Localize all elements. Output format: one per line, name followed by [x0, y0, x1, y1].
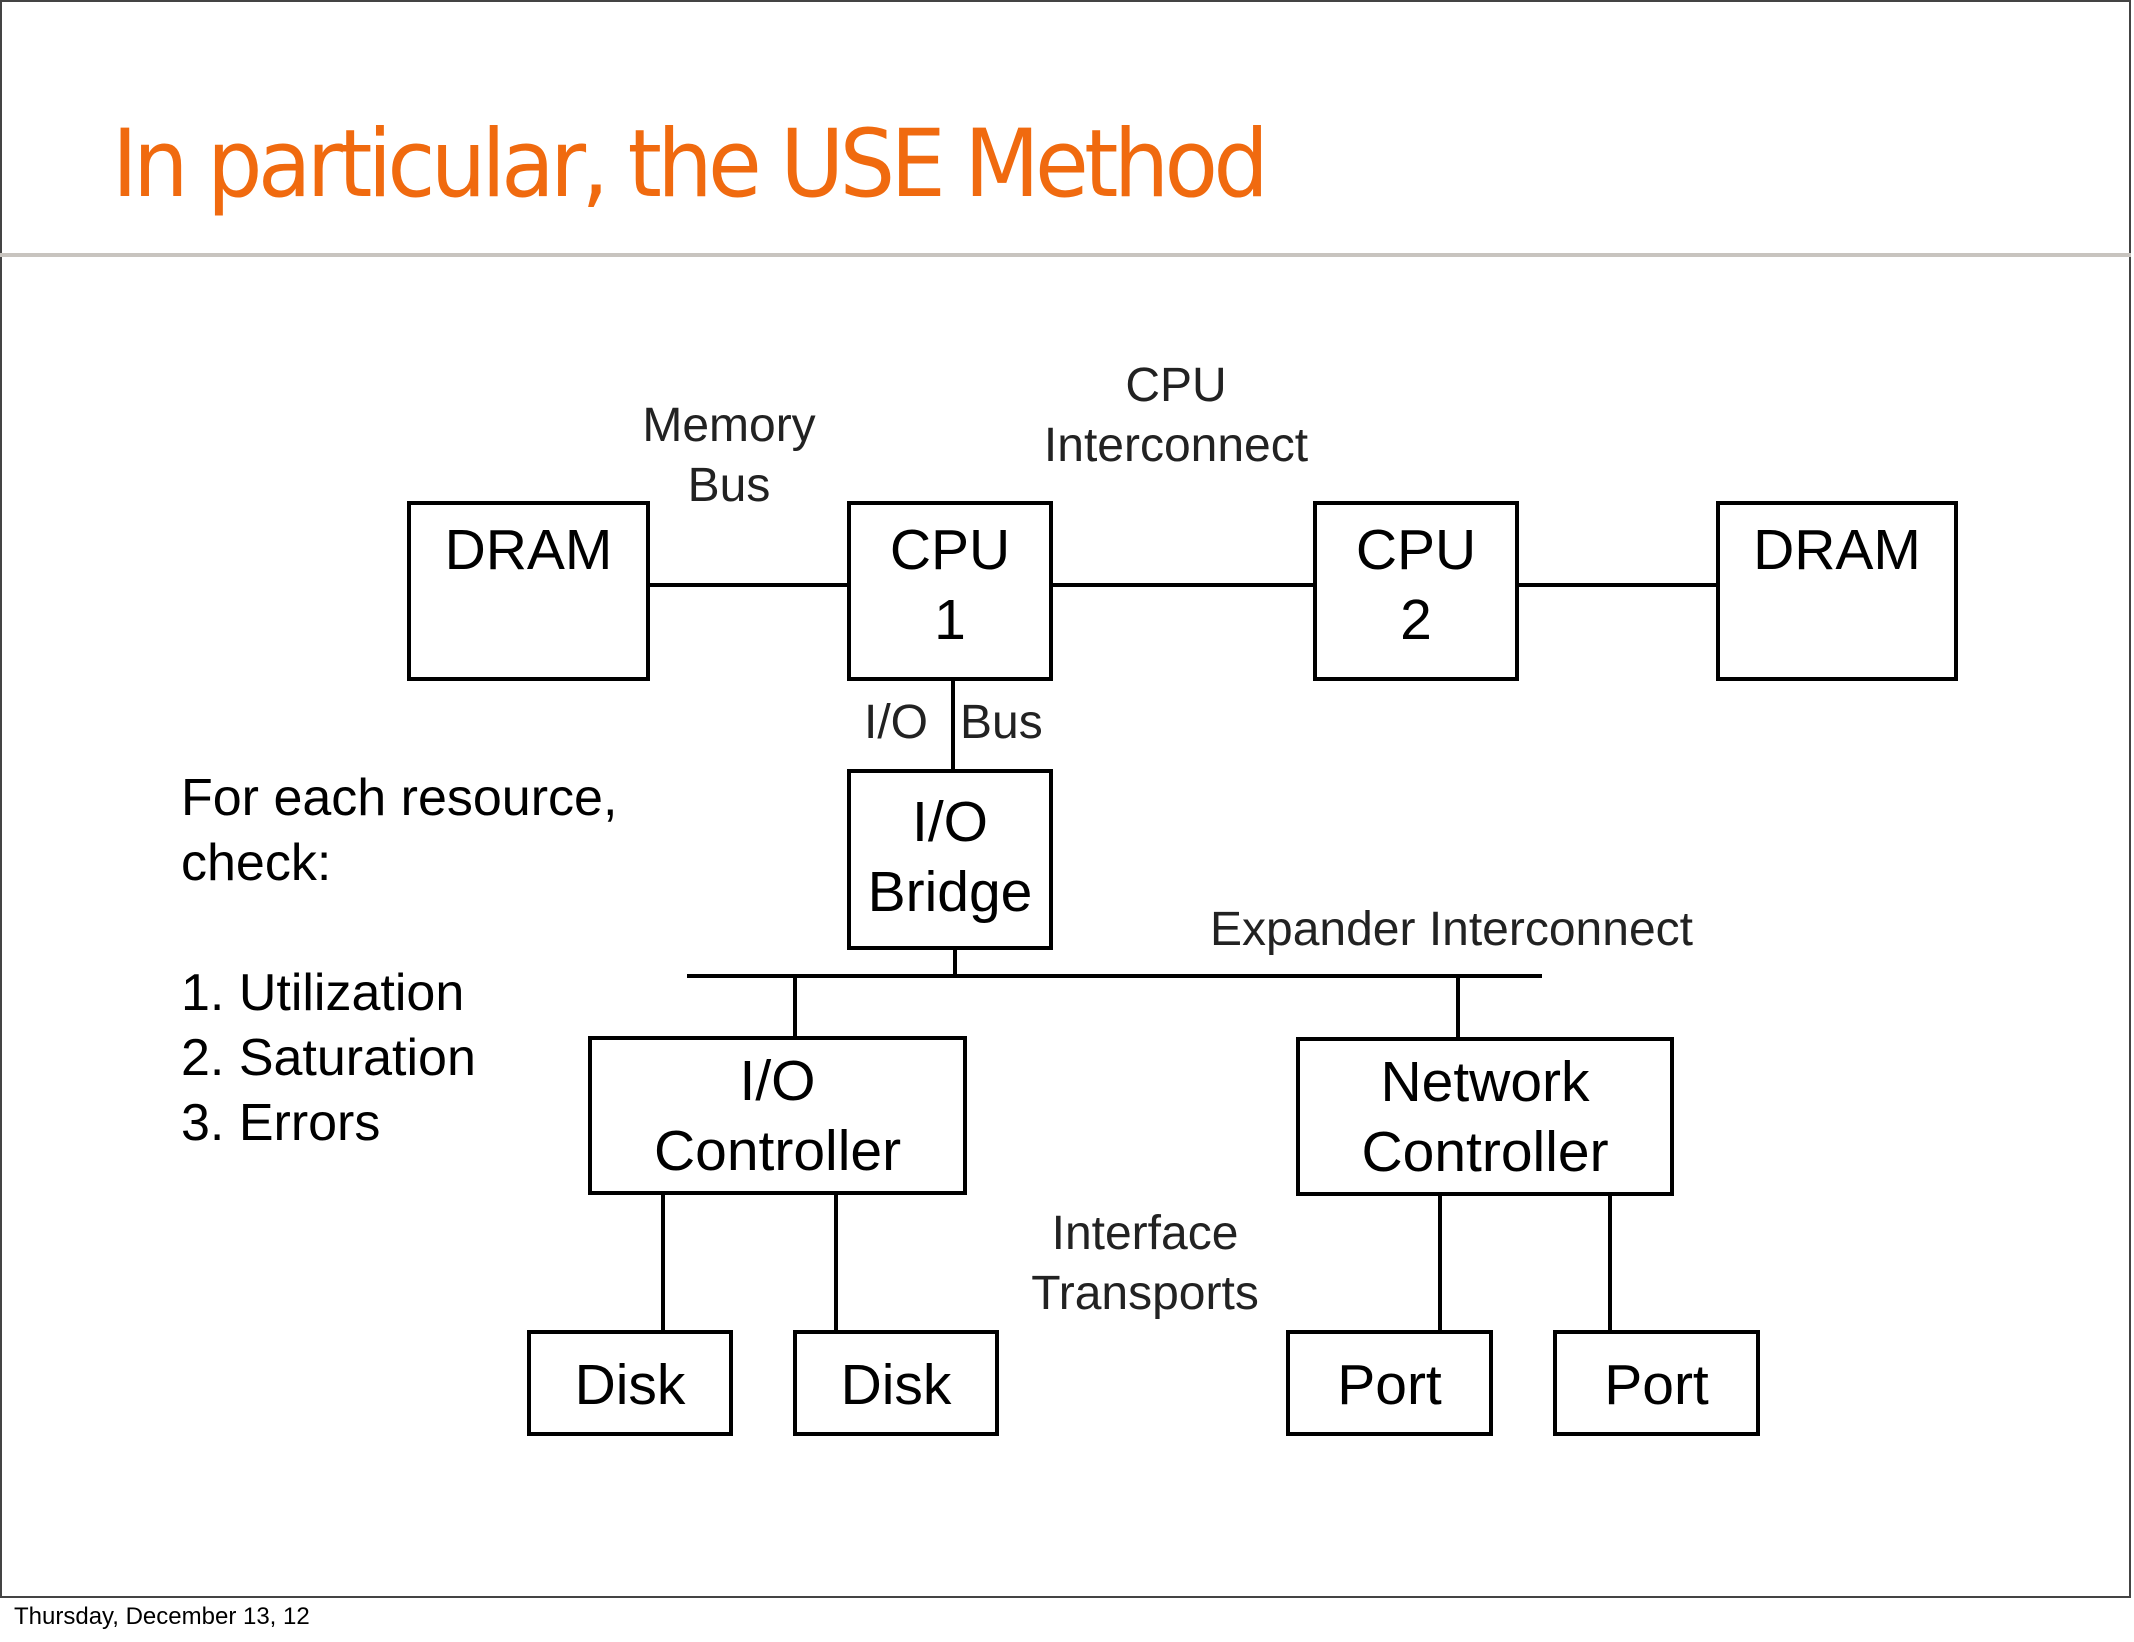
dram-right-label: DRAM: [1753, 518, 1921, 582]
port2-label: Port: [1604, 1353, 1709, 1417]
transport-line-port1: [1438, 1195, 1442, 1330]
memory-bus-label-line1: Memory: [642, 399, 816, 452]
network-controller-label-line1: Network: [1380, 1050, 1590, 1114]
io-bus-label-left: I/O: [864, 696, 929, 749]
cpu-interconnect-label-line1: CPU: [1125, 359, 1227, 412]
disk1-box: Disk: [527, 1330, 733, 1436]
instruction-line-1: For each resource,: [181, 769, 618, 827]
instruction-line-2: check:: [181, 834, 332, 892]
cpu1-box: CPU 1: [847, 501, 1053, 681]
memory-bus-label: Memory Bus: [629, 396, 829, 516]
memory-bus-line-right: [1519, 583, 1716, 587]
cpu1-label-line1: CPU: [889, 518, 1011, 582]
dram-left-box: DRAM: [407, 501, 650, 681]
cpu-interconnect-label: CPU Interconnect: [1026, 356, 1326, 476]
io-controller-label-line2: Controller: [653, 1119, 902, 1183]
check-item-saturation: 2. Saturation: [181, 1029, 476, 1087]
cpu2-label-line1: CPU: [1355, 518, 1477, 582]
expander-to-io-controller-line: [793, 976, 797, 1036]
io-bridge-label-line1: I/O: [911, 790, 988, 854]
port1-box: Port: [1286, 1330, 1493, 1436]
expander-to-network-controller-line: [1456, 976, 1460, 1037]
interface-transports-label-line1: Interface: [1051, 1207, 1239, 1260]
dram-right-box: DRAM: [1716, 501, 1958, 681]
cpu1-label-line2: 1: [934, 588, 966, 652]
io-bridge-box: I/O Bridge: [847, 769, 1053, 950]
network-controller-label-line2: Controller: [1361, 1120, 1609, 1184]
transport-line-disk1: [661, 1194, 665, 1330]
network-controller-box: Network Controller: [1296, 1037, 1674, 1196]
disk1-label: Disk: [574, 1353, 686, 1417]
slide: [0, 0, 2131, 1598]
cpu-interconnect-label-line2: Interconnect: [1043, 419, 1309, 472]
check-item-utilization: 1. Utilization: [181, 964, 465, 1022]
interface-transports-label-line2: Transports: [1031, 1267, 1259, 1320]
cpu-interconnect-line: [1052, 583, 1313, 587]
io-controller-label-line1: I/O: [739, 1049, 816, 1113]
title-divider: [0, 253, 2131, 257]
transport-line-disk2: [834, 1194, 838, 1330]
footer-date: Thursday, December 13, 12: [14, 1603, 310, 1630]
port2-box: Port: [1553, 1330, 1760, 1436]
cpu2-box: CPU 2: [1313, 501, 1519, 681]
memory-bus-label-line2: Bus: [687, 459, 771, 512]
cpu2-label-line2: 2: [1400, 588, 1432, 652]
slide-title: In particular, the USE Method: [112, 110, 1269, 219]
io-bridge-label-line2: Bridge: [867, 860, 1033, 924]
interface-transports-label: Interface Transports: [1015, 1204, 1275, 1324]
dram-left-label: DRAM: [444, 518, 613, 582]
expander-interconnect-line: [687, 974, 1542, 978]
expander-interconnect-label: Expander Interconnect: [1210, 903, 1693, 956]
port1-label: Port: [1337, 1353, 1442, 1417]
io-controller-box: I/O Controller: [588, 1036, 967, 1195]
disk2-label: Disk: [840, 1353, 952, 1417]
disk2-box: Disk: [793, 1330, 999, 1436]
memory-bus-line-left: [649, 583, 847, 587]
check-item-errors: 3. Errors: [181, 1094, 381, 1152]
io-bus-line: [951, 679, 955, 769]
transport-line-port2: [1608, 1195, 1612, 1330]
io-bus-label-right: Bus: [960, 696, 1043, 749]
bridge-to-expander-line: [953, 949, 957, 976]
